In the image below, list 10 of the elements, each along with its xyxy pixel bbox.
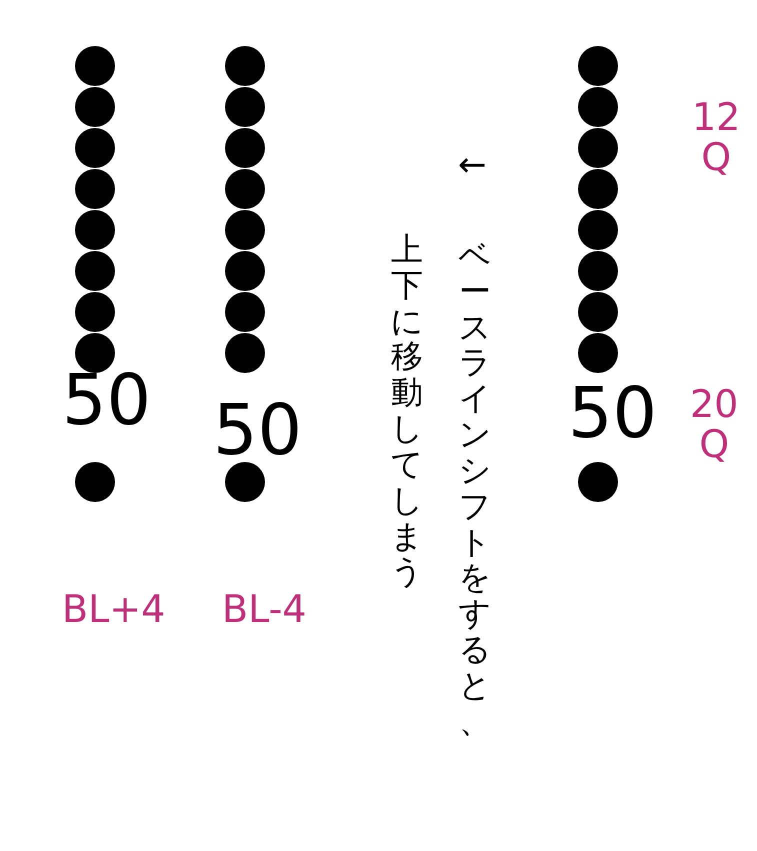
arrow-text: ← xyxy=(458,148,486,182)
size-label: 20 Q xyxy=(690,385,738,465)
shift-label: BL+4 xyxy=(62,590,166,630)
shift-label: BL-4 xyxy=(222,590,306,630)
note-text: 上下に移動してしまう xyxy=(390,232,424,590)
size-label: 12 Q xyxy=(692,98,740,178)
note-text: ベースラインシフトをすると、 xyxy=(458,238,492,740)
sample-number: 50 xyxy=(568,378,658,448)
sample-number: 50 xyxy=(213,395,302,465)
sample-number: 50 xyxy=(62,365,152,435)
